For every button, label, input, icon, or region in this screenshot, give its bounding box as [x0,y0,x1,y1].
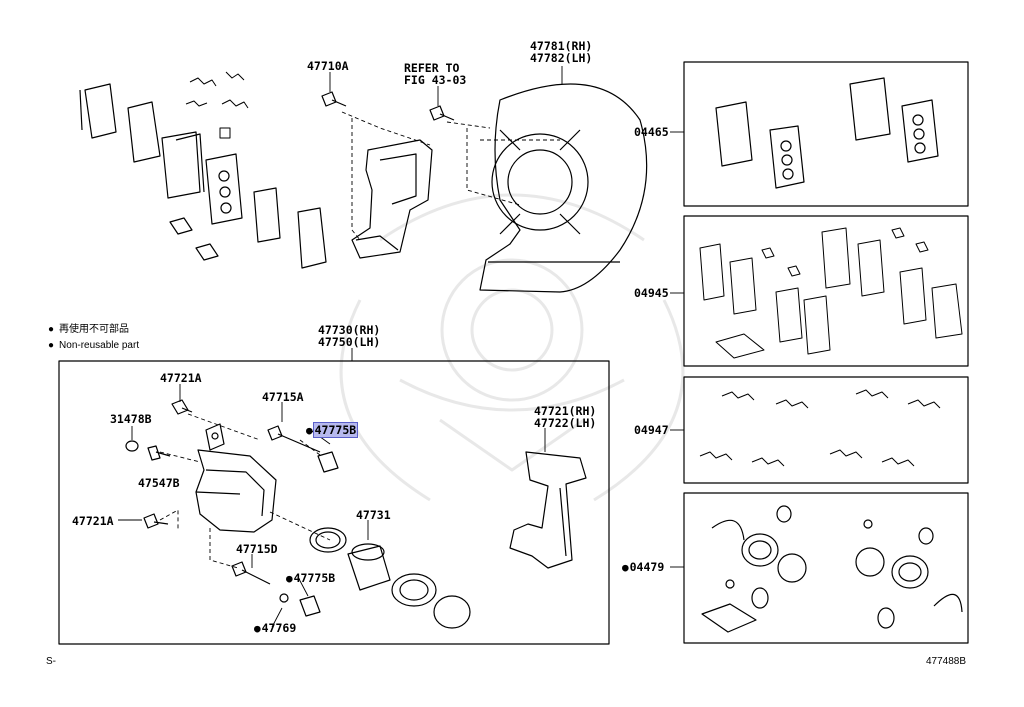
kit-04945-shims [699,227,963,359]
caliper-body [195,423,277,533]
label-47782-lh: 47782(LH) [530,51,593,65]
label-47775B: 47775B [286,572,336,585]
caliper-small-parts [125,399,339,617]
bolts-top [321,91,455,121]
pad-clips-top [185,71,249,139]
footer-left: S- [46,656,56,667]
kit-box-04465 [683,61,969,207]
mounting-bracket-top [351,139,433,259]
legend-en: ● Non-reusable part [48,340,139,352]
legend-bullet-icon: ● [48,324,55,335]
label-47722-lh: 47722(LH) [534,416,597,430]
label-04465: 04465 [634,125,669,139]
label-47731: 47731 [356,508,391,522]
label-47769: 47769 [254,622,297,635]
legend-jp: ● 再使用不可部品 [48,324,129,336]
legend-bullet-icon: ● [48,340,55,351]
kit-04465-pads [715,77,939,189]
kit-box-04945 [683,215,969,367]
label-47781-rh: 47781(RH) [530,39,593,53]
kit-box-04947 [683,376,969,484]
kit-04947-clips [699,389,941,467]
brake-pads-top-left [79,83,327,269]
leader-lines [118,66,684,628]
main-caliper-box [58,360,610,645]
piston-and-seals [309,527,471,629]
label-04945: 04945 [634,286,669,300]
dust-cover-shield [479,83,648,293]
label-47547B: 47547B [138,476,180,490]
label-47775B-highlighted: 47775B [306,422,359,438]
label-47721-rh: 47721(RH) [534,404,597,418]
label-47730-rh: 47730(RH) [318,323,381,337]
highlight-47775B: 47775B [312,422,359,438]
label-04479: 04479 [622,561,665,574]
label-47721A-left: 47721A [72,514,114,528]
legend-en-text: Non-reusable part [59,340,140,351]
label-04947: 04947 [634,423,669,437]
label-refer-to: REFER TO [404,61,460,75]
footer-figure-id: 477488B [926,656,967,667]
label-47750-lh: 47750(LH) [318,335,381,349]
label-47710A: 47710A [307,59,349,73]
label-fig-43-03: FIG 43-03 [404,73,467,87]
watermark-emblem [339,193,685,502]
label-47715D: 47715D [236,542,278,556]
caliper-bracket-right [509,451,587,569]
kit-box-04479 [683,492,969,644]
label-31478B: 31478B [110,412,152,426]
label-47721A-top: 47721A [160,371,202,385]
label-47715A: 47715A [262,390,304,404]
legend-jp-text: 再使用不可部品 [59,324,130,335]
kit-04479-seals [701,505,963,633]
